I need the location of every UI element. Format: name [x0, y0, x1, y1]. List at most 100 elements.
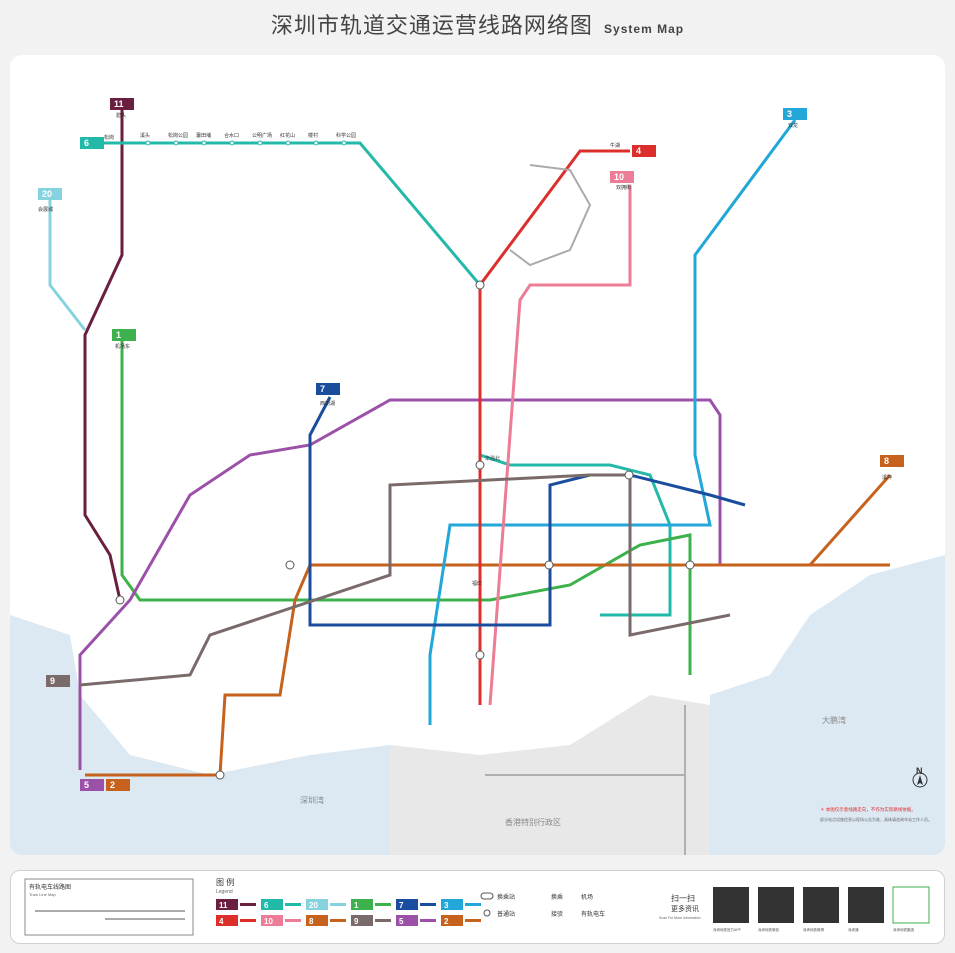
svg-text:4: 4: [219, 917, 224, 926]
legend-line-9: 9: [351, 915, 391, 926]
station-label: 牛湖: [610, 142, 620, 149]
line-9-route: [79, 473, 731, 687]
station-label: 福田: [472, 580, 482, 587]
svg-text:换乘: 换乘: [551, 893, 563, 901]
svg-text:11: 11: [114, 99, 124, 109]
map-title: 深圳市轨道交通运营线路网络图 System Map: [0, 8, 955, 40]
svg-text:6: 6: [264, 901, 269, 910]
svg-text:N: N: [916, 766, 923, 776]
svg-text:4: 4: [636, 146, 641, 156]
station-label: 公明广场: [252, 132, 272, 139]
svg-text:普通站: 普通站: [497, 910, 515, 918]
badge-20: 20: [38, 188, 62, 200]
qr-code-icon[interactable]: 深圳地铁官方APP: [713, 887, 749, 932]
line-1-route: [120, 340, 692, 675]
badge-7: 7: [316, 383, 340, 395]
svg-text:有轨电车线路图: 有轨电车线路图: [29, 883, 71, 891]
station-dot[interactable]: [313, 140, 319, 146]
station-dot[interactable]: [229, 140, 235, 146]
station-label: 松岗: [104, 134, 114, 141]
metro-map[interactable]: 深圳湾 大鹏湾 香港特别行政区: [10, 55, 945, 855]
legend-line-2: 2: [441, 915, 481, 926]
station-dot[interactable]: [341, 140, 347, 146]
badge-6: 6: [80, 137, 104, 149]
svg-text:深圳通: 深圳通: [848, 927, 859, 932]
interchange-node: [624, 470, 634, 480]
line-4-route: [478, 149, 630, 705]
qr-code-icon[interactable]: 深圳通: [848, 887, 884, 932]
svg-text:20: 20: [309, 901, 318, 910]
shenzhen-bay-label: 深圳湾: [300, 795, 324, 805]
station-label: 华强北: [485, 455, 500, 462]
legend-line-6: 6: [261, 899, 301, 910]
disclaimer-grey: 部分站点设施信息以现场公告为准，具体请咨询车站工作人员。: [820, 816, 932, 822]
svg-text:深圳地铁微信: 深圳地铁微信: [758, 927, 779, 932]
badge-2: 2: [106, 779, 130, 791]
interchange-node: [475, 280, 485, 290]
svg-text:11: 11: [219, 901, 228, 910]
legend-title-en: Legend: [216, 889, 233, 895]
interchange-node: [115, 595, 125, 605]
station-dot[interactable]: [285, 140, 291, 146]
svg-text:2: 2: [110, 780, 115, 790]
water-east: [710, 555, 945, 855]
water-west: [10, 615, 390, 855]
svg-text:1: 1: [116, 330, 121, 340]
legend-line-4: 4: [216, 915, 256, 926]
svg-text:2: 2: [444, 917, 449, 926]
qr-code-icon[interactable]: 深圳地铁微信: [758, 887, 794, 932]
qr-title: 扫一扫: [671, 893, 695, 903]
svg-text:换乘站: 换乘站: [497, 893, 515, 901]
hk-label: 香港特别行政区: [505, 817, 561, 827]
interchange-node: [215, 770, 225, 780]
station-label: 红花山: [280, 132, 295, 139]
svg-text:7: 7: [320, 384, 325, 394]
svg-text:5: 5: [399, 917, 404, 926]
qr-codes: 深圳地铁官方APP 深圳地铁微信 深圳地铁微博 深圳通 深圳地铁集团: [713, 886, 930, 932]
line-8-route: [808, 474, 892, 566]
station-label: 溪头: [140, 132, 150, 139]
tram-inset: 有轨电车线路图 Tram Line Map: [24, 878, 194, 936]
badge-8: 8: [880, 455, 904, 467]
svg-text:3: 3: [444, 901, 449, 910]
legend-line-11: 11: [216, 899, 256, 910]
station-dot[interactable]: [201, 140, 207, 146]
svg-text:8: 8: [309, 917, 314, 926]
station-label: 科学公园: [336, 132, 356, 139]
badge-10: 10: [610, 171, 634, 183]
map-canvas[interactable]: 深圳湾 大鹏湾 香港特别行政区: [10, 55, 945, 855]
station-label: 机场东: [115, 343, 130, 350]
qr-code-icon[interactable]: 深圳地铁集团: [892, 886, 930, 932]
badge-4: 4: [632, 145, 656, 157]
line-5-route: [78, 398, 722, 770]
line-10-route: [488, 185, 632, 706]
station-label: 碧头: [116, 112, 126, 119]
line-20-route: [48, 200, 87, 331]
svg-text:1: 1: [354, 901, 359, 910]
station-label: 薯田埔: [196, 132, 211, 139]
qr-subtitle: 更多资讯: [671, 904, 699, 913]
svg-text:机场: 机场: [581, 893, 593, 901]
border-rail: [485, 705, 686, 855]
station-label: 双龙: [788, 122, 798, 129]
line-3-route: [428, 119, 797, 725]
legend-line-1: 1: [351, 899, 391, 910]
station-dot[interactable]: [173, 140, 179, 146]
qr-en: Scan For More Information: [659, 916, 701, 920]
interchange-node: [685, 560, 695, 570]
station-dot[interactable]: [257, 140, 263, 146]
svg-text:Tram Line Map: Tram Line Map: [29, 892, 57, 897]
svg-text:10: 10: [264, 917, 273, 926]
qr-code-icon[interactable]: 深圳地铁微博: [803, 887, 839, 932]
station-dot[interactable]: [145, 140, 151, 146]
svg-text:有轨电车: 有轨电车: [581, 910, 605, 918]
svg-text:5: 5: [84, 780, 89, 790]
svg-text:深圳地铁官方APP: 深圳地铁官方APP: [713, 927, 742, 932]
svg-text:深圳地铁微博: 深圳地铁微博: [803, 927, 824, 932]
legend-line-5: 5: [396, 915, 436, 926]
station-label: 会展城: [38, 206, 53, 213]
dapeng-bay-label: 大鹏湾: [822, 715, 846, 725]
north-arrow-icon: N: [912, 766, 928, 788]
